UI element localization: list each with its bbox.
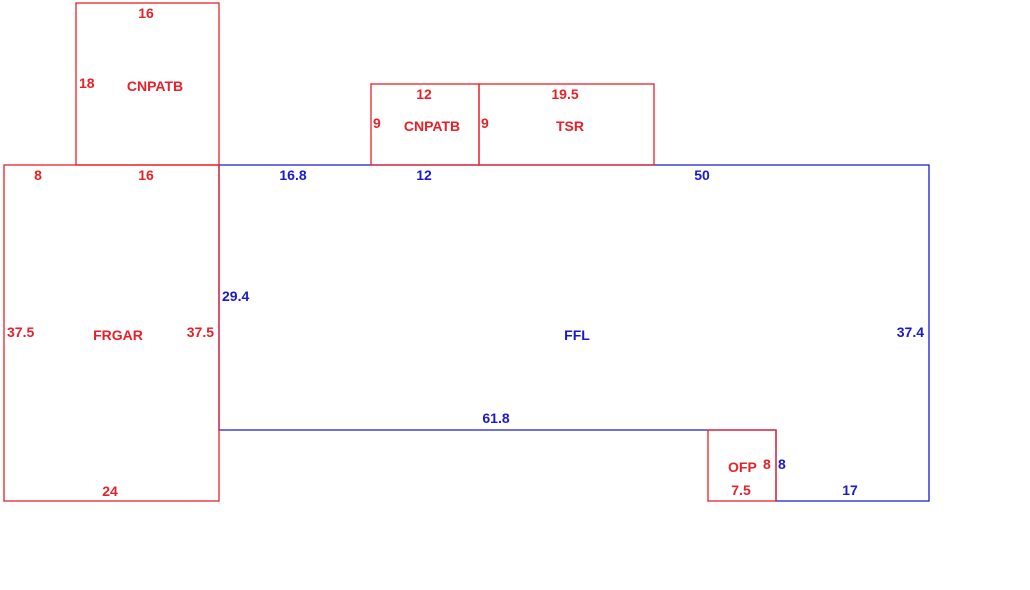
ofp-name: OFP xyxy=(728,459,757,475)
tsr-outline xyxy=(478,83,655,166)
frgar-dim-top-left: 8 xyxy=(34,167,42,183)
frgar-dim-right: 37.5 xyxy=(187,324,214,340)
ffl-dim-step: 8 xyxy=(778,456,786,472)
frgar-dim-left: 37.5 xyxy=(7,324,34,340)
ffl-dim-left: 29.4 xyxy=(222,288,249,304)
cnpatb-mid-name: CNPATB xyxy=(404,118,460,134)
ofp-dim-side: 8 xyxy=(763,456,771,472)
cnpatb-top-dim-left: 18 xyxy=(79,75,95,91)
ffl-dim-top-mid: 12 xyxy=(416,167,432,183)
frgar-name: FRGAR xyxy=(93,327,143,343)
cnpatb-mid-dim-top: 12 xyxy=(416,86,432,102)
ffl-dim-right: 37.4 xyxy=(897,324,924,340)
cnpatb-top-name: CNPATB xyxy=(127,78,183,94)
cnpatb-top-dim-top: 16 xyxy=(138,5,154,21)
frgar-dim-top-right: 16 xyxy=(138,167,154,183)
ffl-dim-top-left: 16.8 xyxy=(279,167,306,183)
ffl-name: FFL xyxy=(564,327,590,343)
ffl-dim-bottom: 61.8 xyxy=(482,410,509,426)
frgar-dim-bottom: 24 xyxy=(102,483,118,499)
ffl-dim-bottom-right: 17 xyxy=(842,482,858,498)
frgar-outline xyxy=(3,164,220,502)
tsr-dim-top: 19.5 xyxy=(551,86,578,102)
ffl-dim-top-right: 50 xyxy=(694,167,710,183)
ofp-outline xyxy=(707,429,777,502)
cnpatb-mid-dim-left: 9 xyxy=(373,115,381,131)
tsr-name: TSR xyxy=(556,118,584,134)
ofp-dim-bottom: 7.5 xyxy=(731,482,751,498)
tsr-dim-left: 9 xyxy=(481,115,489,131)
